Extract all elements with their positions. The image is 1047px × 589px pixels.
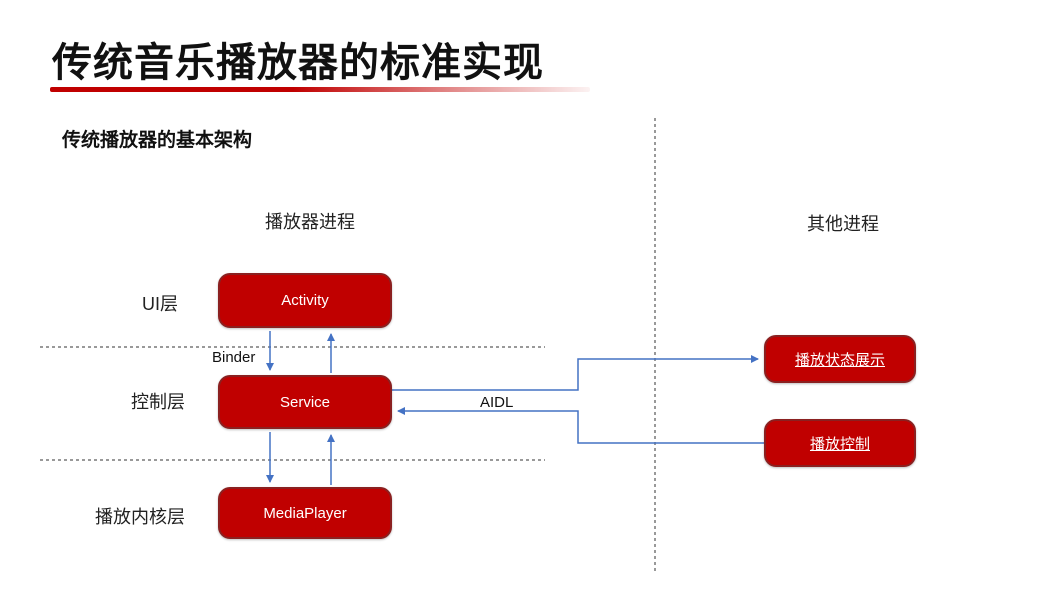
- node-play-control: 播放控制: [764, 419, 916, 467]
- edge-label-aidl: AIDL: [480, 394, 514, 411]
- node-service: Service: [218, 375, 392, 429]
- node-mediaplayer: MediaPlayer: [218, 487, 392, 539]
- arrow-service-to-status-display: [392, 355, 759, 391]
- layer-label-control: 控制层: [131, 392, 185, 412]
- node-activity: Activity: [218, 273, 392, 328]
- process-label-other: 其他进程: [807, 214, 879, 234]
- layer-label-core: 播放内核层: [95, 507, 185, 527]
- edge-label-binder: Binder: [212, 349, 256, 366]
- node-status-display: 播放状态展示: [764, 335, 916, 383]
- section-subtitle: 传统播放器的基本架构: [62, 130, 253, 151]
- title-accent-bar: [50, 87, 590, 92]
- arrow-play-control-to-service: [397, 407, 764, 444]
- process-label-player: 播放器进程: [265, 212, 355, 232]
- page-title: 传统音乐播放器的标准实现: [52, 41, 544, 85]
- layer-label-ui: UI层: [142, 294, 178, 314]
